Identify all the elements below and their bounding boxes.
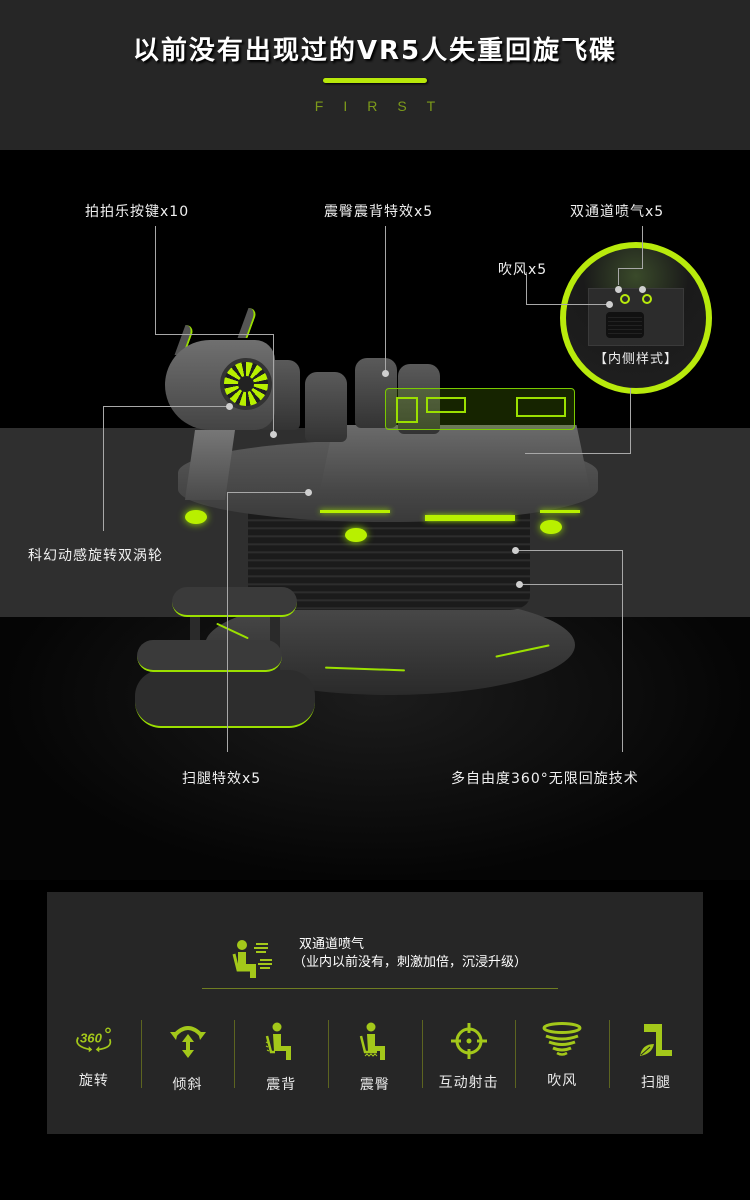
callout-line [526,304,608,305]
callout-dot [615,286,622,293]
leg-sweep-light [185,510,207,524]
callout-buttons: 拍拍乐按键x10 [85,204,190,220]
hud-element [396,397,418,423]
callout-line [155,226,156,334]
feature-label: 倾斜 [172,1077,203,1093]
callout-dot [512,547,519,554]
feature-shooting: 互动射击 [421,1020,516,1091]
deck-light-strip [540,510,580,513]
feature-label: 震臀 [359,1077,390,1093]
feature-label: 吹风 [547,1073,578,1089]
crosshair-icon [448,1022,490,1060]
title-accent-bar [323,78,427,83]
callout-air-jet: 双通道喷气x5 [570,204,665,220]
inset-caption: 【内侧样式】 [593,352,678,367]
callout-line [630,388,631,453]
tilt-arrows-icon [167,1022,209,1062]
callout-line [526,274,527,304]
callout-line [103,406,104,531]
callout-line [385,226,386,372]
rotate-360-icon: 360 [73,1022,115,1058]
highlight-feature-title: 双通道喷气 [299,937,365,952]
callout-line [227,492,307,493]
feature-rotate: 360 旋转 [47,1020,141,1090]
feature-wind: 吹风 [515,1020,609,1090]
seat-hip-vibration-icon [354,1022,396,1062]
page-title: 以前没有出现过的VR5人失重回旋飞碟 [132,36,618,66]
panel-divider [202,988,558,989]
step-base [135,670,315,728]
callout-dot [226,403,233,410]
vr-flying-saucer-image [0,150,750,880]
feature-panel [47,892,703,1134]
callout-line [103,406,228,407]
callout-dot [305,489,312,496]
page-subtitle: FIRST [314,98,456,114]
feature-label: 扫腿 [640,1075,671,1091]
callout-wind: 吹风x5 [498,262,548,278]
seat-back-vibration-icon [260,1022,302,1062]
callout-line [618,268,619,285]
air-jet-nozzle-icon [620,294,630,304]
turbine-fan [220,358,272,410]
turbine-hub [238,376,254,392]
highlight-feature-description: （业内以前没有，刺激加倍，沉浸升级） [293,955,528,970]
wind-vent-icon [606,312,644,338]
svg-text:360: 360 [80,1031,103,1046]
callout-leg-sweep: 扫腿特效x5 [182,771,262,787]
product-showcase: 【内侧样式】 拍拍乐按键x10 震臀震背特效x5 双通道喷气x5 吹风x5 科幻… [0,150,750,880]
callout-line [520,584,623,585]
header-section: 以前没有出现过的VR5人失重回旋飞碟 FIRST [0,0,750,150]
inner-style-inset: 【内侧样式】 [560,242,712,394]
seat [355,358,397,428]
feature-list: 360 旋转 倾斜 震背 [47,1020,703,1093]
hud-element [426,397,466,413]
feature-hip-vibration: 震臀 [328,1020,422,1093]
callout-dot [516,581,523,588]
deck-light-strip [320,510,390,513]
leg-sweep-light [540,520,562,534]
callout-turbine: 科幻动感旋转双涡轮 [28,548,163,564]
callout-line [642,226,643,268]
callout-dot [382,370,389,377]
seat [305,372,347,442]
feature-label: 互动射击 [438,1075,499,1091]
step-post [270,605,280,675]
callout-line [273,334,274,434]
seat-air-jet-icon [232,938,276,982]
feature-tilt: 倾斜 [140,1020,235,1093]
feature-leg-sweep: 扫腿 [609,1020,703,1091]
hud-element [516,397,566,417]
hologram-display [385,388,575,430]
air-jet-nozzle-icon [642,294,652,304]
feature-back-vibration: 震背 [234,1020,328,1093]
step-middle [137,640,282,672]
feature-label: 旋转 [78,1073,109,1089]
callout-line [155,334,273,335]
step-top [172,587,297,617]
callout-rotation: 多自由度360°无限回旋技术 [451,771,639,787]
callout-dot [270,431,277,438]
machine-deck-front [320,425,590,490]
callout-line [516,550,623,551]
leg-leaf-icon [635,1022,677,1060]
callout-line [525,453,631,454]
callout-dot [606,301,613,308]
leg-sweep-light [345,528,367,542]
feature-label: 震背 [266,1077,297,1093]
callout-line [227,492,228,752]
deck-light-strip [425,515,515,521]
callout-vibration: 震臀震背特效x5 [324,204,434,220]
callout-line [622,550,623,752]
callout-line [618,268,643,269]
wind-tornado-icon [541,1022,583,1058]
callout-dot [639,286,646,293]
